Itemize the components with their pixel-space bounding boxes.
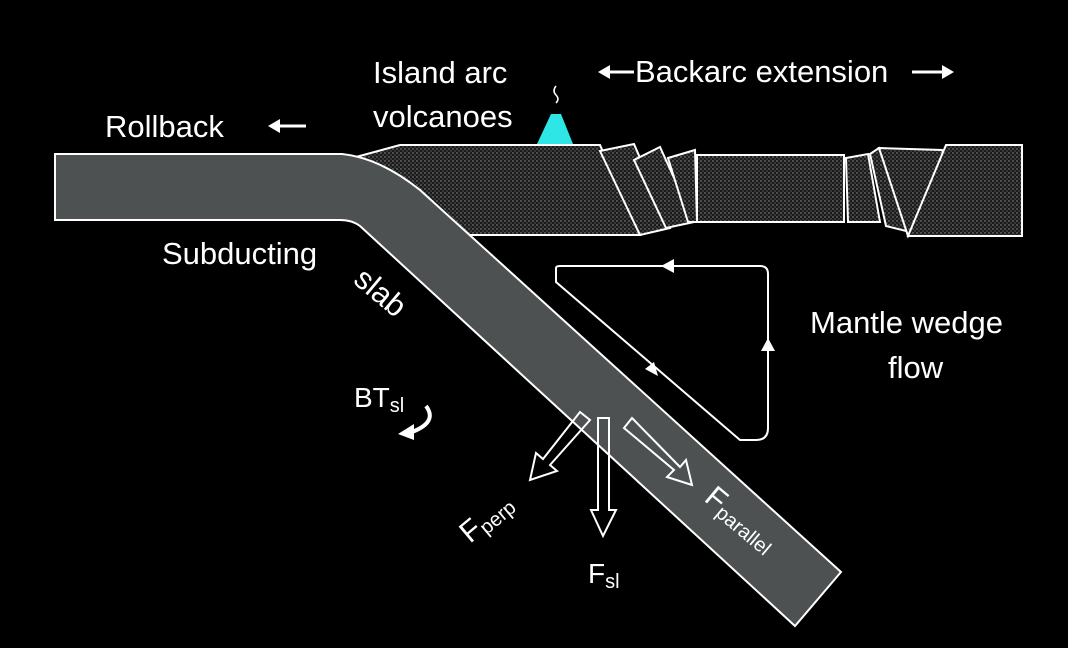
rift-block: [696, 154, 845, 223]
island-arc-label-1: Island arc: [373, 55, 507, 90]
circulation-arrow-icon: [555, 259, 775, 441]
double-headed-arrow-icon: [598, 65, 954, 79]
left-arrow-icon: [268, 119, 306, 133]
backarc-label: Backarc extension: [635, 54, 888, 89]
hollow-arrow-icon: [528, 410, 694, 539]
curved-arrow-icon: [398, 404, 432, 440]
fparallel-arrow: [622, 416, 694, 487]
subducting-slab: [54, 153, 843, 628]
subducting-label: Subducting: [162, 236, 317, 271]
slab-label: slab: [348, 261, 414, 324]
fsl-label: Fsl: [588, 558, 620, 593]
smoke-icon: [553, 85, 559, 104]
fperp-label: Fperp: [453, 487, 520, 551]
rift-block: [844, 152, 882, 223]
fperp-arrow: [528, 410, 592, 482]
mantle-wedge-label-2: flow: [888, 350, 944, 385]
island-arc-label-2: volcanoes: [373, 99, 513, 134]
backarc-blocks: [598, 142, 1023, 239]
mantle-wedge-label-1: Mantle wedge: [810, 305, 1003, 340]
volcano-icon: [537, 114, 573, 144]
rollback-label: Rollback: [105, 109, 224, 144]
rift-block: [906, 144, 1023, 237]
fsl-arrow: [589, 417, 618, 539]
bt-label: BTsl: [354, 382, 404, 417]
